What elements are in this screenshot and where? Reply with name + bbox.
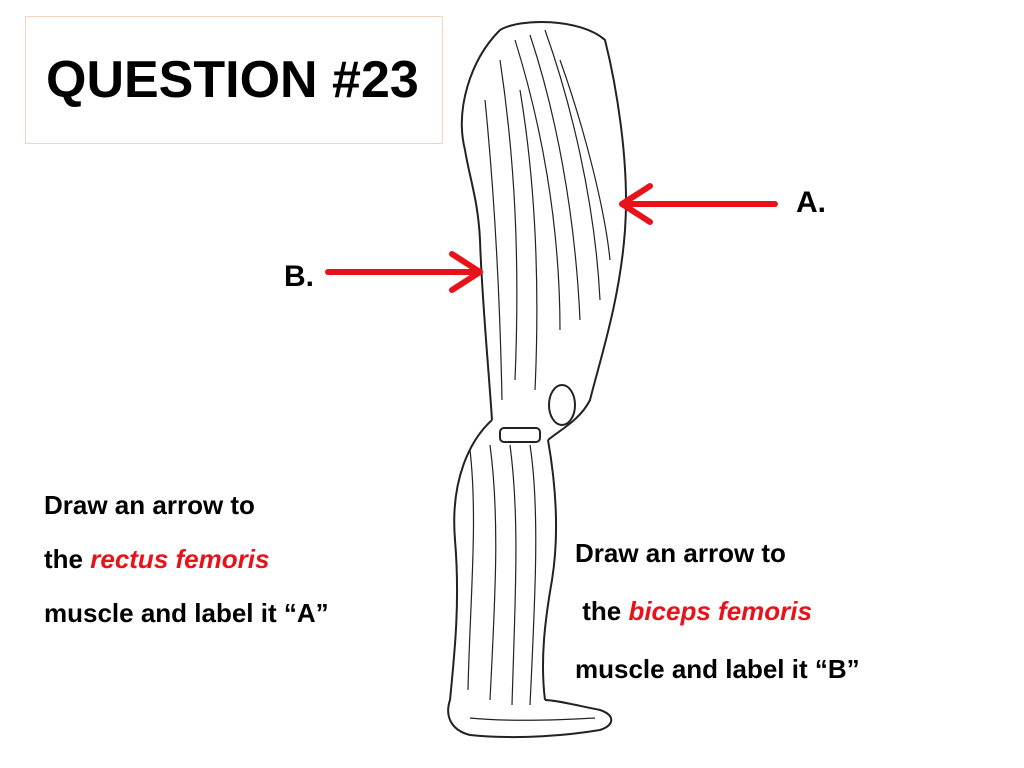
left-instruction-prefix: the — [44, 544, 91, 574]
slide-title: QUESTION #23 — [46, 51, 419, 109]
left-instruction: Draw an arrow to the rectus femoris musc… — [44, 478, 329, 640]
right-instruction-line3: muscle and label it “B” — [575, 654, 860, 684]
left-instruction-line2: the rectus femoris — [44, 532, 329, 586]
label-a: A. — [796, 186, 826, 219]
right-instruction-prefix: the — [575, 596, 629, 626]
label-b: B. — [284, 260, 314, 293]
left-instruction-line3: muscle and label it “A” — [44, 598, 329, 628]
left-instruction-line1: Draw an arrow to — [44, 490, 255, 520]
right-instruction: Draw an arrow to the biceps femoris musc… — [575, 524, 860, 698]
arrow-b — [325, 251, 483, 293]
rectus-femoris-term: rectus femoris — [90, 544, 270, 574]
arrow-a — [619, 183, 778, 225]
right-instruction-line1: Draw an arrow to — [575, 538, 786, 568]
right-instruction-line2: the biceps femoris — [575, 582, 860, 640]
title-box: QUESTION #23 — [25, 16, 443, 144]
biceps-femoris-term: biceps femoris — [628, 596, 812, 626]
